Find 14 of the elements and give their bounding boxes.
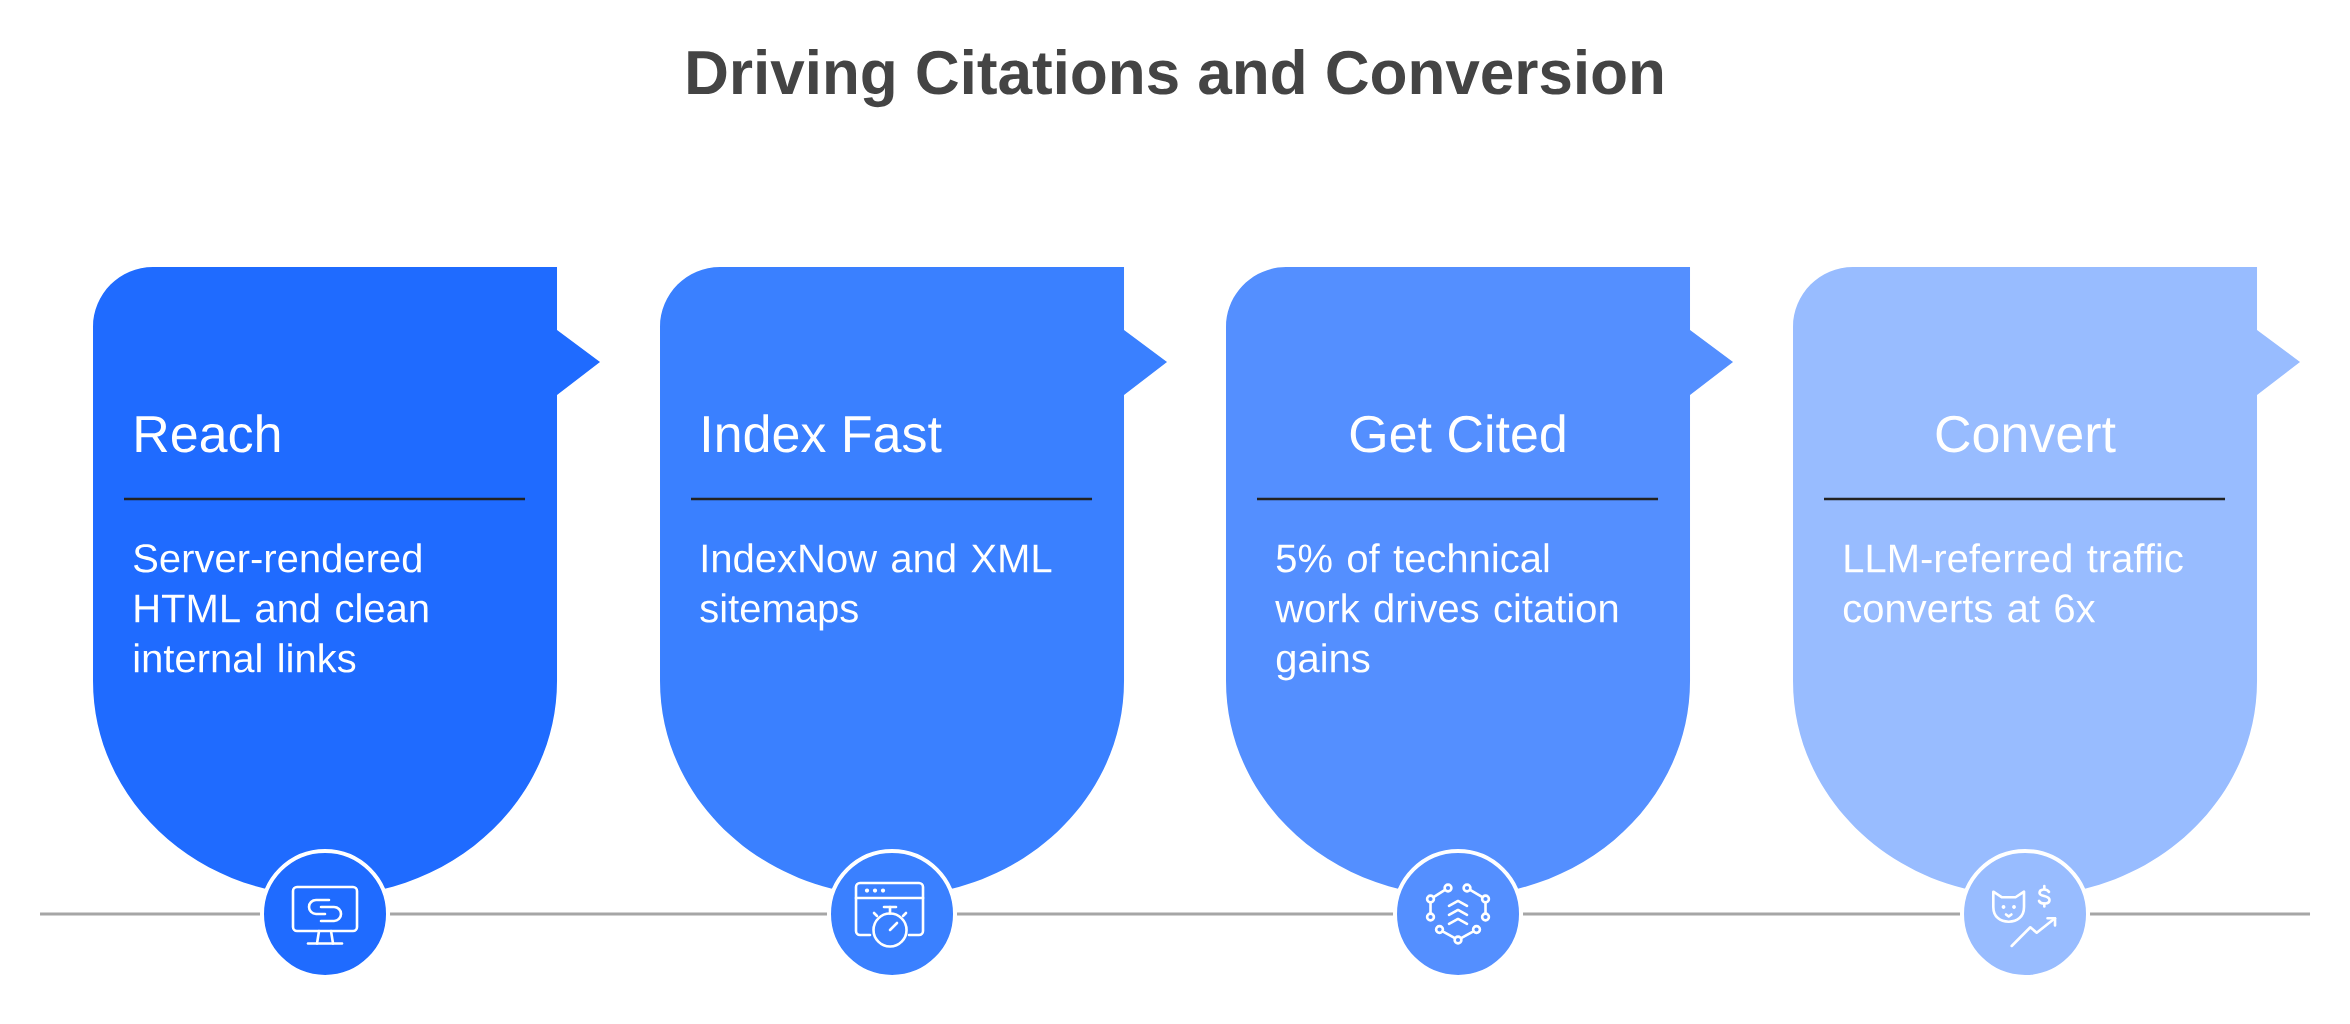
card-title: Reach — [136, 414, 280, 453]
timeline-line — [1523, 912, 1960, 916]
card-title: Convert — [1936, 415, 2116, 453]
card-text: IndexNow and XML sitemaps — [700, 543, 1052, 631]
timeline-line — [390, 912, 827, 916]
title: Driving Citations and Conversion — [688, 49, 1663, 108]
card-text: Server-rendered HTML and clean internal links — [134, 543, 428, 673]
timeline-line — [40, 912, 260, 916]
card-text: LLM-referred traffic converts at 6x — [1843, 543, 2183, 623]
timeline-line — [2090, 912, 2310, 916]
timeline-line — [957, 912, 1393, 916]
card-title: Index Fast — [704, 414, 942, 453]
card-text: 5% of technical work drives citation gains — [1275, 543, 1618, 681]
card-title: Get Cited — [1350, 414, 1565, 453]
